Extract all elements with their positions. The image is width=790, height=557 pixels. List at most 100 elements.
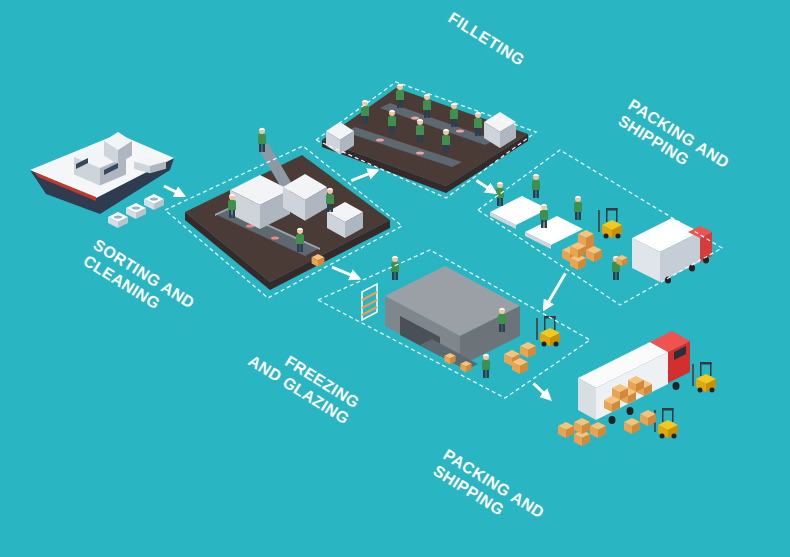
station-outline: [478, 150, 722, 305]
station-label: PACKING AND SHIPPING: [430, 445, 560, 546]
filleting-line: [484, 112, 516, 148]
station-outline: [318, 250, 590, 398]
filleting-line: [396, 84, 404, 108]
sorting-line: [296, 228, 304, 252]
delivery-van: [632, 218, 712, 284]
filleting-line: [442, 129, 450, 153]
packing-area: [525, 216, 583, 245]
shipping-truck: [596, 352, 668, 420]
flow-arrow: [476, 180, 495, 192]
flow-arrow: [351, 170, 377, 180]
filleting-line: [388, 110, 396, 134]
packing-area: [496, 182, 504, 206]
fish-crates: [108, 212, 128, 228]
shipping-truck: [673, 382, 680, 390]
process-station: PACKING AND SHIPPING: [478, 150, 722, 305]
packing-area: [532, 174, 540, 198]
station-label: FREEZING AND GLAZING: [242, 333, 363, 428]
filleting-line: [380, 103, 495, 145]
shipping-truck: [574, 418, 590, 434]
station-outline: [478, 150, 722, 305]
packing-area: [574, 196, 582, 220]
boat-arrow: [164, 186, 184, 196]
delivery-van: [689, 265, 695, 272]
sorting-line: [271, 236, 279, 239]
filleting-line: [376, 138, 384, 141]
fishing-boat: [30, 134, 174, 198]
freezing-hall: [391, 256, 399, 280]
shipping-truck: [612, 384, 628, 400]
filleting-line: [322, 88, 528, 186]
freezing-hall: [362, 300, 377, 308]
fishing-boat: [104, 163, 118, 175]
freezing-hall: [520, 342, 536, 358]
shipping-truck: [628, 376, 644, 392]
filleting-line: [411, 116, 419, 119]
freezing-hall: [512, 358, 528, 374]
flow-arrow: [533, 383, 550, 399]
sorting-line: [185, 155, 390, 282]
station-outline: [165, 146, 402, 298]
fish-crates: [108, 194, 164, 228]
shipping-truck: [674, 346, 686, 360]
station-outline: [316, 82, 536, 198]
freezing-hall: [362, 284, 377, 320]
filleting-line: [450, 103, 458, 127]
fish-crates: [144, 194, 164, 210]
connector-group: [332, 170, 565, 399]
packing-area: [540, 204, 548, 228]
boat-arrow: [164, 186, 184, 196]
process-station: FREEZING AND GLAZING: [318, 250, 590, 398]
filleting-line: [361, 100, 369, 124]
shipping-truck: [590, 422, 606, 438]
shipping-truck: [692, 362, 716, 393]
sorting-line: [326, 188, 334, 212]
shipping-truck: [558, 331, 716, 446]
shipping-truck: [654, 408, 678, 439]
packing-area: [598, 208, 622, 239]
station-label: SORTING AND CLEANING: [80, 235, 206, 333]
packing-area: [578, 230, 594, 246]
fishing-boat: [134, 157, 166, 173]
filleting-line: [474, 112, 482, 136]
freezing-hall: [460, 361, 471, 372]
station-label: PACKING AND SHIPPING: [615, 95, 745, 196]
freezing-hall: [460, 306, 520, 366]
freezing-hall: [362, 307, 377, 315]
filleting-line: [322, 84, 528, 193]
filleting-line: [423, 94, 431, 118]
packing-area: [490, 174, 628, 280]
process-station: FILLETING: [316, 82, 536, 198]
freezing-hall: [362, 292, 377, 300]
packing-area: [616, 255, 627, 266]
delivery-van: [660, 232, 700, 282]
freezing-hall: [498, 308, 506, 332]
freezing-hall: [385, 296, 460, 366]
packing-area: [586, 246, 602, 262]
sorting-line: [312, 254, 325, 267]
sorting-line: [228, 194, 236, 218]
process-station: SORTING AND CLEANING: [165, 146, 402, 298]
fish-crates: [126, 203, 146, 219]
freezing-hall: [482, 354, 490, 378]
freezing-hall: [362, 256, 560, 378]
station-outline: [316, 82, 536, 198]
packing-area: [525, 232, 551, 249]
delivery-van: [688, 226, 712, 238]
filleting-line: [416, 151, 424, 154]
shipping-truck: [558, 422, 574, 438]
station-outline: [318, 250, 590, 398]
shipping-truck: [627, 407, 634, 415]
shipping-truck: [624, 418, 640, 434]
shipping-truck: [609, 416, 616, 424]
station-outline: [165, 146, 402, 298]
freezing-hall: [444, 353, 455, 364]
filleting-line: [416, 119, 424, 143]
sorting-line: [258, 128, 266, 152]
delivery-van: [632, 238, 660, 282]
flow-arrow: [332, 267, 359, 278]
shipping-truck: [578, 378, 596, 420]
fishing-boat: [76, 158, 88, 169]
